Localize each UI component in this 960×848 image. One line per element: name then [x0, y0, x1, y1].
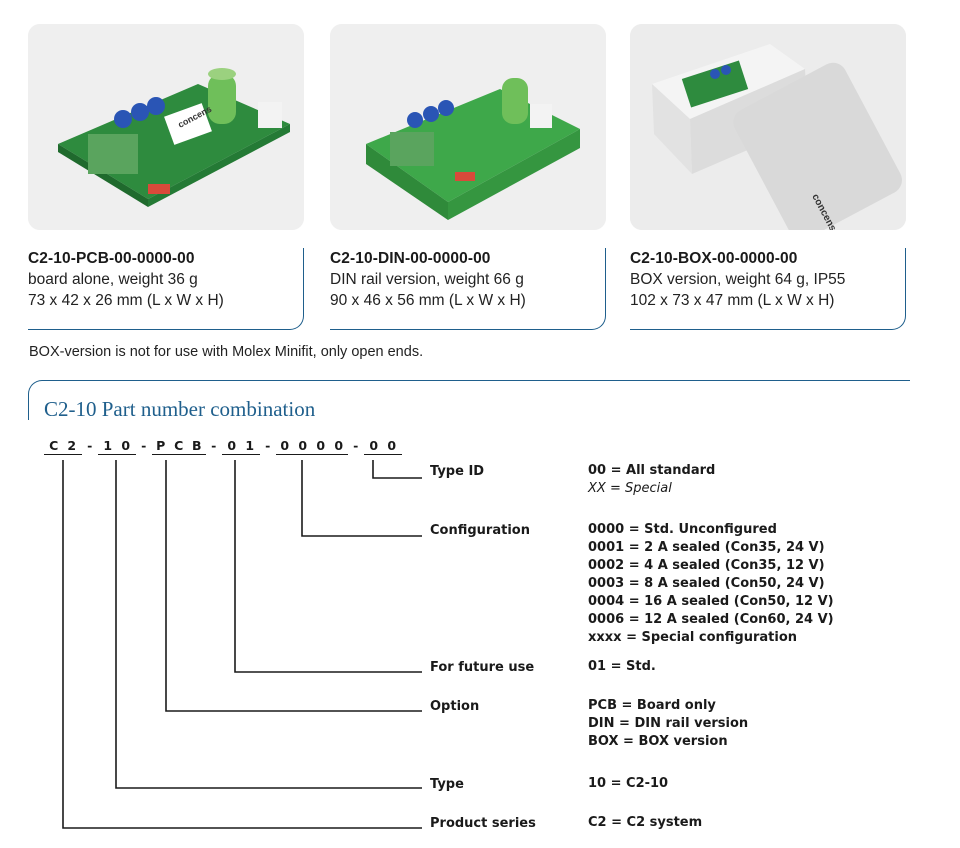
product-code: C2-10-DIN-00-0000-00 — [330, 250, 491, 267]
code-char: 1 — [103, 438, 113, 453]
box-version-note: BOX-version is not for use with Molex Mi… — [29, 344, 424, 360]
field-values-product-series: C2 = C2 system — [588, 814, 702, 832]
value-line: 00 = All standard — [588, 463, 716, 478]
code-dash: - — [87, 438, 93, 453]
value-line: PCB = Board only — [588, 698, 716, 713]
product-description: DIN rail version, weight 66 g — [330, 271, 524, 288]
leader-future-use — [234, 460, 422, 673]
code-char: 0 — [280, 438, 290, 453]
product-code: C2-10-PCB-00-0000-00 — [28, 250, 195, 267]
product-card-pcb: C2-10-PCB-00-0000-00 board alone, weight… — [28, 248, 304, 330]
value-line: 0002 = 4 A sealed (Con35, 12 V) — [588, 558, 825, 573]
product-photo-pcb: concens — [28, 24, 304, 230]
value-line: 0004 = 16 A sealed (Con50, 12 V) — [588, 594, 834, 609]
code-char: B — [191, 438, 203, 453]
code-dash: - — [141, 438, 147, 453]
value-line: xxxx = Special configuration — [588, 630, 798, 645]
code-char: C — [49, 438, 59, 453]
field-label-type: Type — [430, 777, 464, 792]
value-line: 0001 = 2 A sealed (Con35, 24 V) — [588, 540, 825, 555]
product-dimensions: 102 x 73 x 47 mm (L x W x H) — [630, 292, 835, 309]
code-dash: - — [353, 438, 359, 453]
product-description: BOX version, weight 64 g, IP55 — [630, 271, 846, 288]
value-line: BOX = BOX version — [588, 734, 728, 749]
field-label-configuration: Configuration — [430, 523, 530, 538]
value-line: 01 = Std. — [588, 659, 656, 674]
value-line: 10 = C2-10 — [588, 776, 669, 791]
field-values-future-use: 01 = Std. — [588, 658, 656, 676]
code-char: P — [156, 438, 166, 453]
product-description: board alone, weight 36 g — [28, 271, 198, 288]
code-char: 0 — [121, 438, 131, 453]
field-values-option: PCB = Board only DIN = DIN rail version … — [588, 697, 748, 751]
product-photo-box: concens — [630, 24, 906, 230]
product-code: C2-10-BOX-00-0000-00 — [630, 250, 798, 267]
code-char: C — [174, 438, 184, 453]
product-dimensions: 90 x 46 x 56 mm (L x W x H) — [330, 292, 526, 309]
value-line: 0003 = 8 A sealed (Con50, 24 V) — [588, 576, 825, 591]
value-line: DIN = DIN rail version — [588, 716, 749, 731]
code-dash: - — [211, 438, 217, 453]
product-card-din: C2-10-DIN-00-0000-00 DIN rail version, w… — [330, 248, 606, 330]
code-char: 1 — [245, 438, 255, 453]
value-line: 0006 = 12 A sealed (Con60, 24 V) — [588, 612, 834, 627]
code-char: 0 — [387, 438, 397, 453]
field-values-type-id: 00 = All standard XX = Special — [588, 462, 715, 498]
leader-option — [165, 460, 422, 712]
field-values-type: 10 = C2-10 — [588, 775, 668, 793]
field-label-option: Option — [430, 699, 480, 714]
code-char: 0 — [316, 438, 326, 453]
value-line: C2 = C2 system — [588, 815, 703, 830]
section-frame — [28, 380, 910, 420]
section-title: C2-10 Part number combination — [44, 397, 316, 421]
field-label-type-id: Type ID — [430, 464, 485, 479]
code-char: 0 — [334, 438, 344, 453]
code-char: 0 — [227, 438, 237, 453]
product-card-box: C2-10-BOX-00-0000-00 BOX version, weight… — [630, 248, 906, 330]
value-line-italic: XX = Special — [588, 481, 672, 496]
product-dimensions: 73 x 42 x 26 mm (L x W x H) — [28, 292, 224, 309]
code-char: 0 — [298, 438, 308, 453]
code-char: 0 — [369, 438, 379, 453]
field-values-configuration: 0000 = Std. Unconfigured 0001 = 2 A seal… — [588, 521, 834, 647]
field-label-future-use: For future use — [430, 660, 535, 675]
leader-product-series — [62, 460, 422, 829]
code-char: 2 — [67, 438, 77, 453]
leader-type — [115, 460, 422, 789]
code-dash: - — [265, 438, 271, 453]
leader-type-id — [372, 460, 422, 479]
product-photo-din — [330, 24, 606, 230]
value-line: 0000 = Std. Unconfigured — [588, 522, 777, 537]
leader-configuration — [301, 460, 422, 537]
field-label-product-series: Product series — [430, 816, 536, 831]
